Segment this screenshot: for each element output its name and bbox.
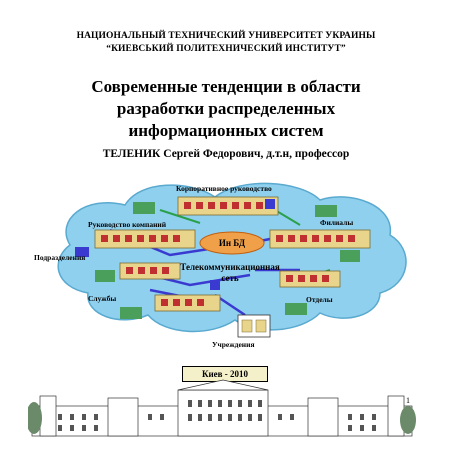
label-institutions: Учреждения [212, 340, 255, 349]
label-company: Руководство компаний [88, 220, 167, 229]
panel-institutions [237, 314, 271, 338]
panel-corporate [177, 196, 279, 216]
panel-divisions [119, 262, 181, 280]
panel-company [94, 229, 196, 249]
database-label: Ин БД [219, 238, 246, 248]
computer-icons [75, 199, 275, 290]
author-line: ТЕЛЕНИК Сергей Федорович, д.т.н, професс… [102, 148, 350, 160]
title-line-1: Современные тенденции в области [91, 77, 361, 96]
panel-branches [269, 229, 371, 249]
panel-departments [279, 270, 341, 288]
panel-services [154, 294, 221, 312]
label-corporate: Корпоративное руководство [176, 184, 272, 193]
label-divisions: Подразделения [34, 253, 85, 262]
label-departments: Отделы [306, 295, 333, 304]
truck-icons [95, 202, 360, 319]
label-services: Службы [88, 294, 116, 303]
university-line-1: НАЦИОНАЛЬНЫЙ ТЕХНИЧЕСКИЙ УНИВЕРСИТЕТ УКР… [76, 31, 376, 41]
university-line-2: “КИЕВСЬКИЙ ПОЛИТЕХНИЧЕСКИЙ ИНСТИТУТ” [106, 44, 346, 54]
database-ellipse [199, 231, 265, 255]
page-number: 1 [406, 396, 410, 405]
trees [28, 402, 416, 434]
cloud-shape [57, 182, 407, 333]
network-label-line-2: сеть [221, 273, 239, 283]
network-diagram: Ин БД Корпор [34, 182, 407, 349]
title-line-3: информационных систем [128, 121, 324, 140]
network-label-line-1: Телекоммуникационная [180, 262, 280, 272]
university-building-picture [28, 379, 416, 437]
title-line-2: разработки распределенных [116, 99, 336, 118]
label-branches: Филиалы [320, 218, 353, 227]
